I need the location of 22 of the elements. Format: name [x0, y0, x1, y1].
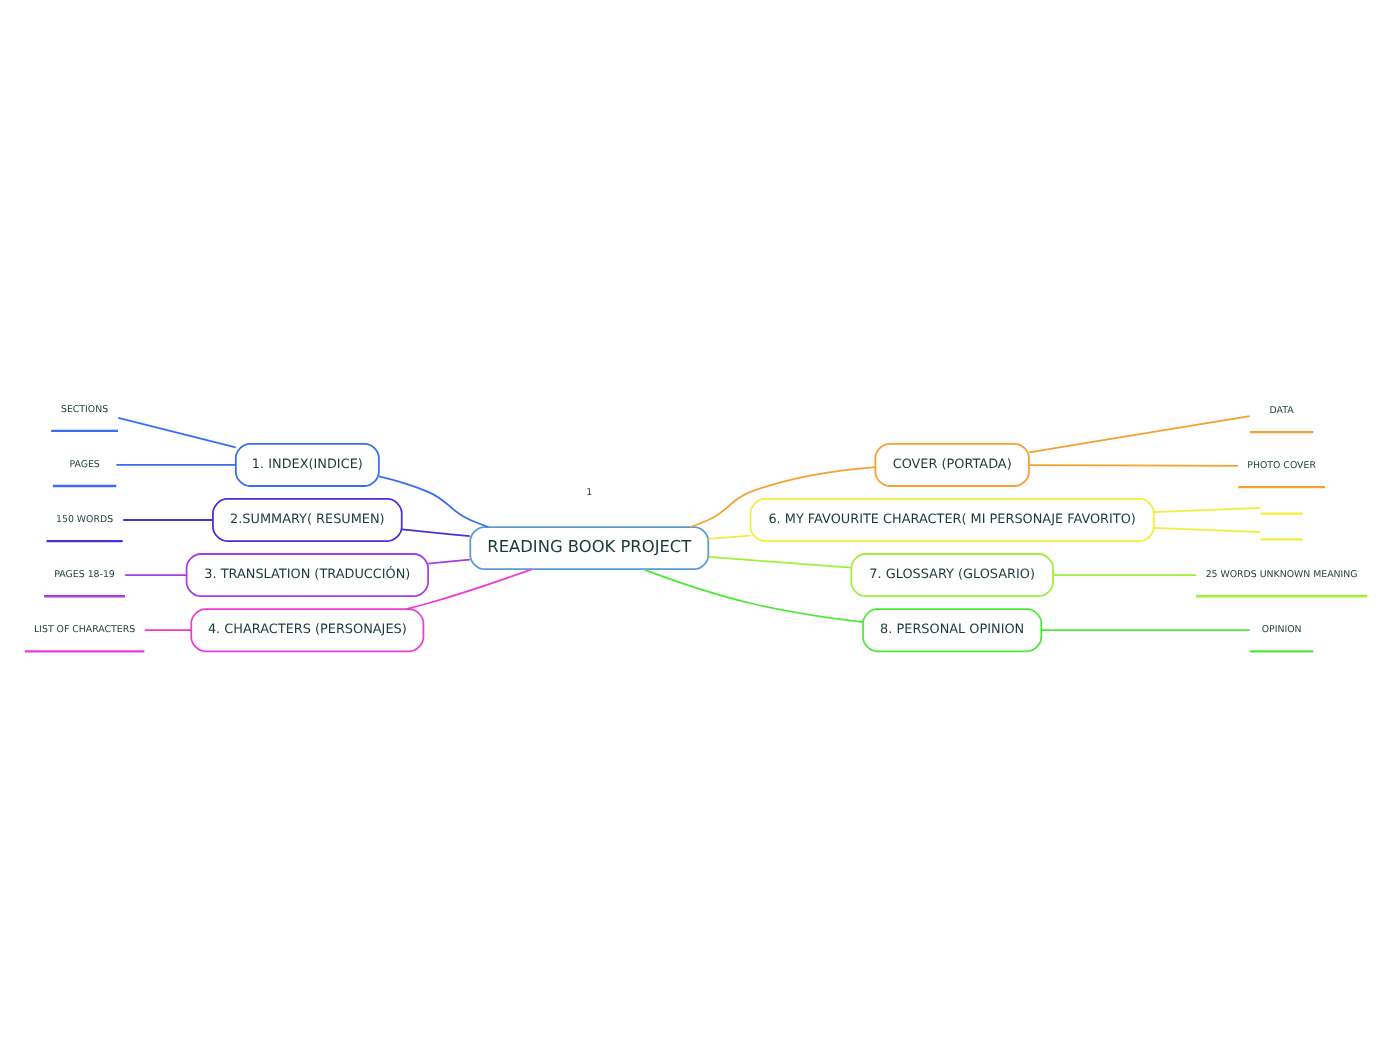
connector	[401, 528, 471, 538]
connector	[1153, 527, 1262, 533]
connector	[707, 534, 752, 540]
node-box: READING BOOK PROJECT	[469, 526, 710, 571]
connector	[378, 475, 490, 528]
connector	[115, 464, 237, 466]
node-line	[1260, 512, 1303, 515]
connector	[427, 558, 471, 565]
connector	[689, 466, 877, 528]
node-line	[1260, 538, 1303, 541]
connector	[642, 568, 864, 624]
connector	[122, 519, 214, 521]
connector	[1153, 507, 1262, 513]
connector	[124, 574, 188, 576]
connector	[143, 629, 193, 632]
connector	[117, 417, 237, 449]
connector	[1040, 629, 1251, 632]
connector	[1028, 464, 1239, 467]
connector	[1028, 415, 1251, 454]
connector	[707, 556, 852, 569]
connector	[1052, 574, 1197, 576]
connector	[405, 568, 533, 610]
